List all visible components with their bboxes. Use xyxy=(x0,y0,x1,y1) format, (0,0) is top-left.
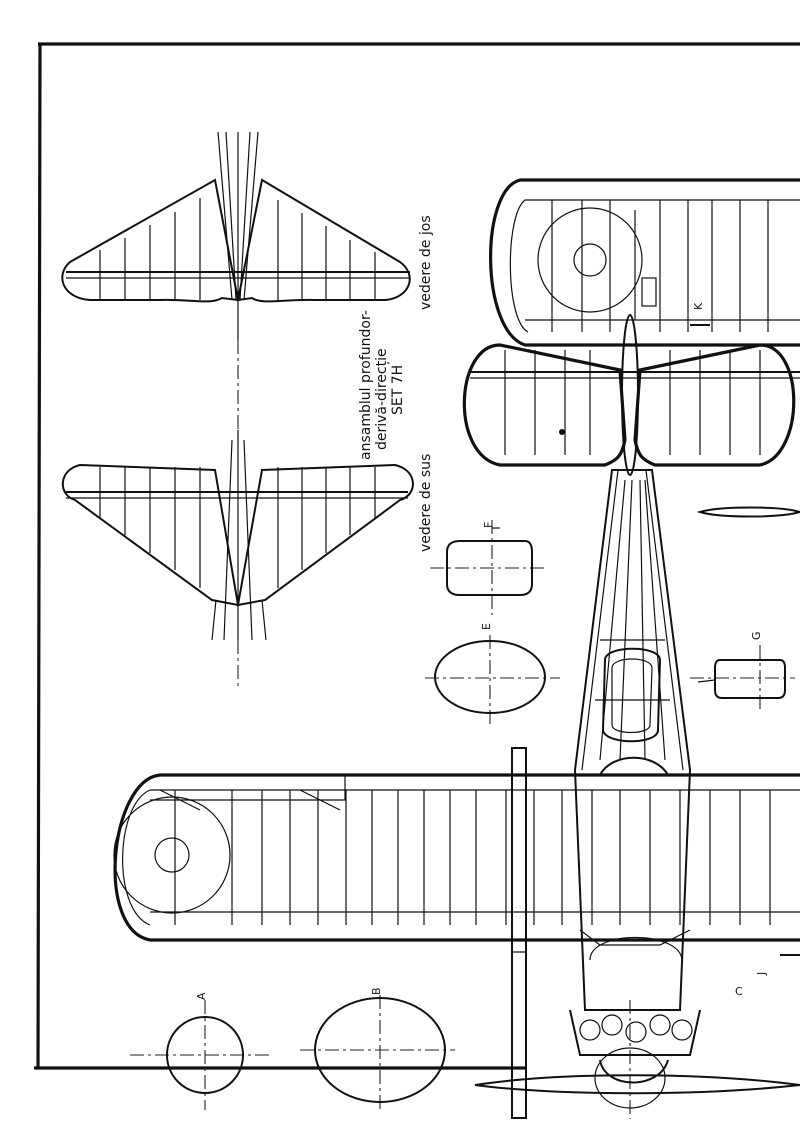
tail-title-line-2: derivă-direcție xyxy=(374,348,390,450)
section-j-label: J xyxy=(755,972,768,976)
section-b-label: B xyxy=(370,987,383,995)
section-c-label: C xyxy=(735,985,743,998)
section-g-label: G xyxy=(750,631,763,640)
section-e: E xyxy=(425,623,560,725)
tail-skid xyxy=(696,506,800,518)
upper-wing-tip: K xyxy=(489,178,800,347)
tail-title: ansamblul profundor- derivă-direcție SET… xyxy=(358,310,406,460)
view-bottom-label: vedere de jos xyxy=(418,215,434,310)
main-wing-left: J xyxy=(113,747,800,1119)
horizontal-tail-main xyxy=(462,314,800,476)
engine-cowling xyxy=(474,1009,800,1095)
view-top-label: vedere de sus xyxy=(418,454,434,552)
tail-top-view xyxy=(61,430,414,690)
tail-title-line-1: ansamblul profundor- xyxy=(358,310,374,460)
section-g: G xyxy=(690,631,795,712)
section-b: B xyxy=(300,987,455,1110)
section-e-label: E xyxy=(480,623,493,630)
tail-bottom-view xyxy=(61,131,411,440)
tail-title-line-3: SET 7H xyxy=(390,365,406,415)
fuselage-plan: C xyxy=(573,469,743,1119)
section-f: F xyxy=(430,520,545,615)
section-a-label: A xyxy=(195,992,208,1000)
drawing-frame xyxy=(34,42,800,1070)
section-k-label: K xyxy=(692,302,705,310)
section-a: A xyxy=(130,992,270,1110)
section-f-label: F xyxy=(482,522,495,528)
